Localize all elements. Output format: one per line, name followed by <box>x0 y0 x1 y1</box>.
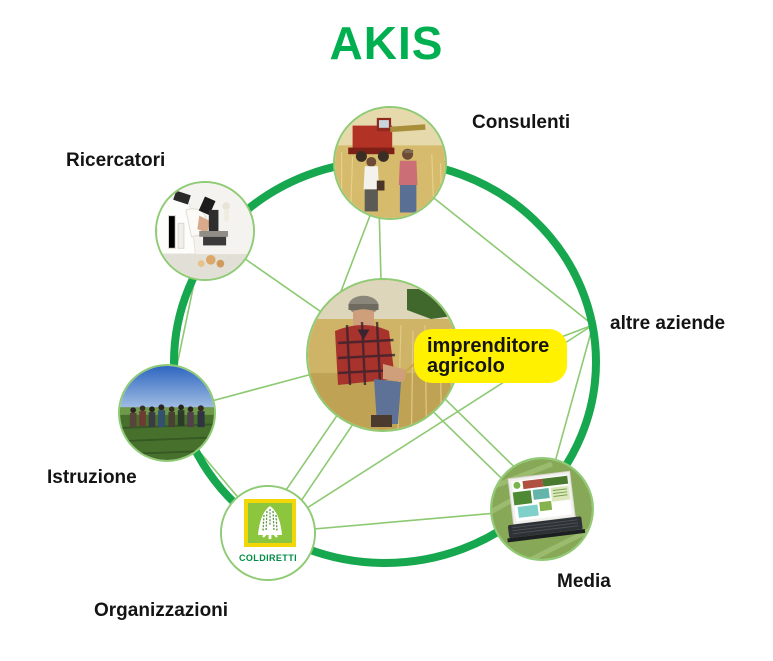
coldiretti-pine-icon <box>258 506 282 539</box>
imprenditore-agricolo-tag: imprenditore agricolo <box>414 329 567 383</box>
laptop-photo <box>492 459 592 559</box>
label-istruzione: Istruzione <box>47 467 137 488</box>
farmer-photo <box>308 280 458 430</box>
page-title: AKIS <box>329 17 444 69</box>
label-media: Media <box>557 571 611 592</box>
label-ricercatori: Ricercatori <box>66 150 166 171</box>
imprenditore-photo <box>306 278 460 432</box>
coldiretti-logo: COLDIRETTI <box>222 487 314 579</box>
consulenti-photo <box>333 106 447 220</box>
media-photo <box>490 457 594 561</box>
imprenditore-agricolo-tag-text: imprenditore agricolo <box>427 334 550 377</box>
coldiretti-logo-emblem <box>244 499 296 547</box>
field-group-photo <box>120 366 214 460</box>
coldiretti-logo-text: COLDIRETTI <box>239 553 297 563</box>
combine-harvester-photo <box>335 108 445 218</box>
organizzazioni-logo-circle: COLDIRETTI <box>220 485 316 581</box>
label-altre-aziende: altre aziende <box>610 313 726 334</box>
microscope-photo <box>157 183 253 279</box>
label-organizzazioni: Organizzazioni <box>94 600 229 621</box>
istruzione-photo <box>118 364 216 462</box>
ricercatori-photo <box>155 181 255 281</box>
label-consulenti: Consulenti <box>472 112 571 133</box>
